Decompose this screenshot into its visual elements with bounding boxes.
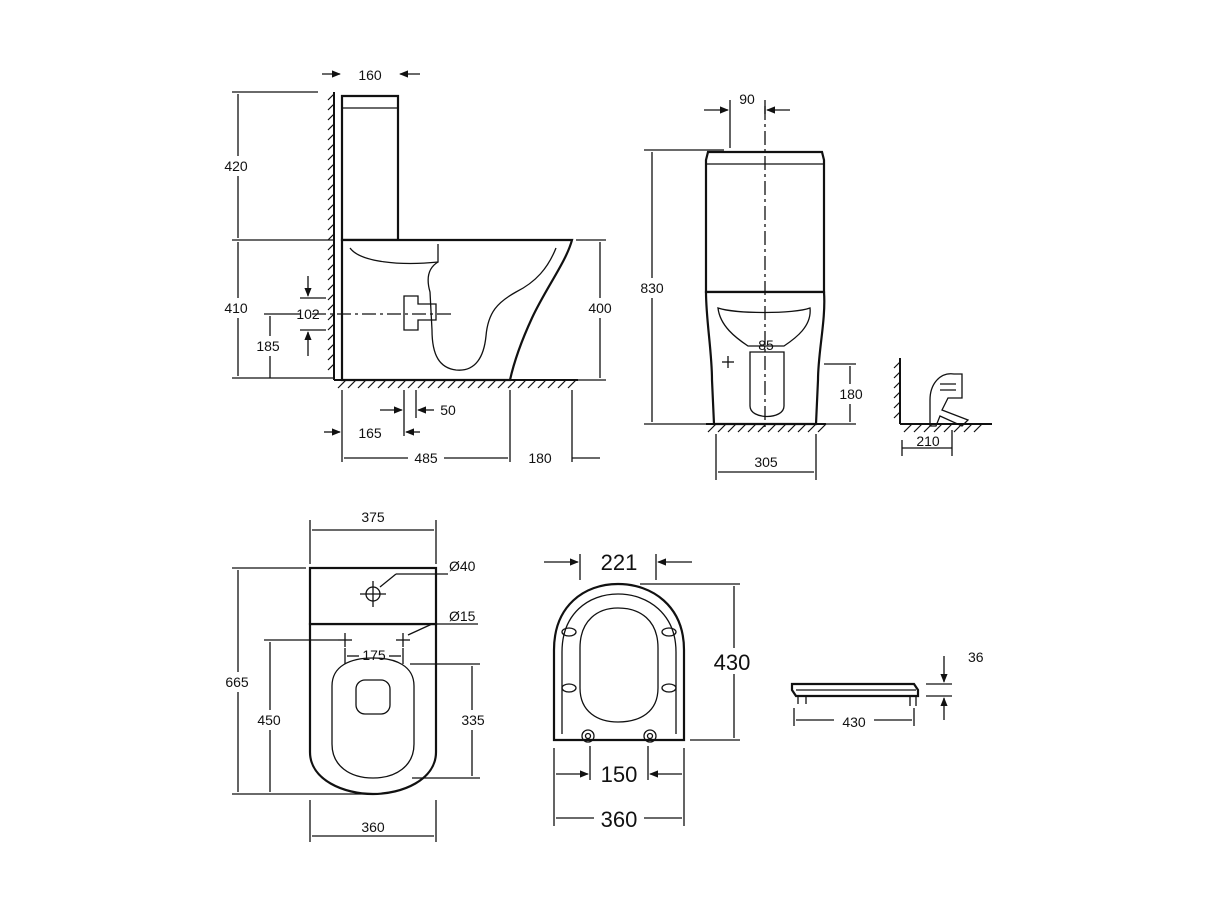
trapway: [427, 247, 557, 371]
dim-overall-depth: 485: [414, 450, 438, 466]
dim-fix-hole: Ø15: [449, 608, 476, 624]
dim-overall-height: 830: [640, 280, 664, 296]
dim-trap-depth: 210: [916, 433, 940, 449]
seat-opening: [579, 607, 659, 723]
dim-flush-hole: Ø40: [449, 558, 476, 574]
dim-top-offset: 90: [739, 91, 755, 107]
top-view: Ø40 Ø15 175 375 665 450 335: [220, 509, 490, 842]
dim-bowl-height: 410: [224, 300, 248, 316]
seat-view: 221 430 150 360: [544, 550, 756, 832]
dim-tank-height: 420: [224, 158, 248, 174]
dim-seat-top-width: 221: [601, 550, 638, 575]
dim-front-clearance: 180: [528, 450, 552, 466]
dim-bowl-length: 450: [257, 712, 281, 728]
top-seat-outline: [331, 657, 415, 779]
dim-outlet-center: 185: [256, 338, 280, 354]
dim-fix-spacing: 175: [362, 647, 386, 663]
dim-bowl-width: 360: [361, 819, 385, 835]
top-seat-opening: [355, 679, 391, 715]
dim-tank-width: 375: [361, 509, 385, 525]
wall-hatch: [327, 92, 335, 380]
dim-outlet-dim: 85: [758, 337, 774, 353]
side-view: 160 420 410 185 102 400 50: [218, 67, 618, 468]
dim-outlet-height-front: 180: [839, 386, 863, 402]
front-tank-outline: [704, 150, 826, 294]
floor-hatch: [334, 379, 578, 389]
bowl-outline: [340, 238, 574, 382]
dim-seat-width: 360: [601, 807, 638, 832]
seat-side-view: 36 430: [790, 649, 984, 730]
dim-seat-side-length: 430: [842, 714, 866, 730]
tank-outline: [340, 94, 400, 242]
dim-tank-depth: 160: [358, 67, 382, 83]
front-view: 90 830 85 180 305: [634, 91, 868, 480]
dim-outlet-to-wall: 165: [358, 425, 382, 441]
detail-view: 210: [893, 358, 992, 456]
dim-outlet-offset: 50: [440, 402, 456, 418]
dim-outlet-height: 102: [296, 306, 320, 322]
dim-rim-height: 400: [588, 300, 612, 316]
trap-detail: [929, 373, 970, 427]
dim-hinge-spacing: 150: [601, 762, 638, 787]
dim-base-width: 305: [754, 454, 778, 470]
dim-seat-thickness: 36: [968, 649, 984, 665]
dim-seat-length: 335: [461, 712, 485, 728]
dim-seat-length-vertical: 430: [714, 650, 751, 675]
dim-overall-length: 665: [225, 674, 249, 690]
